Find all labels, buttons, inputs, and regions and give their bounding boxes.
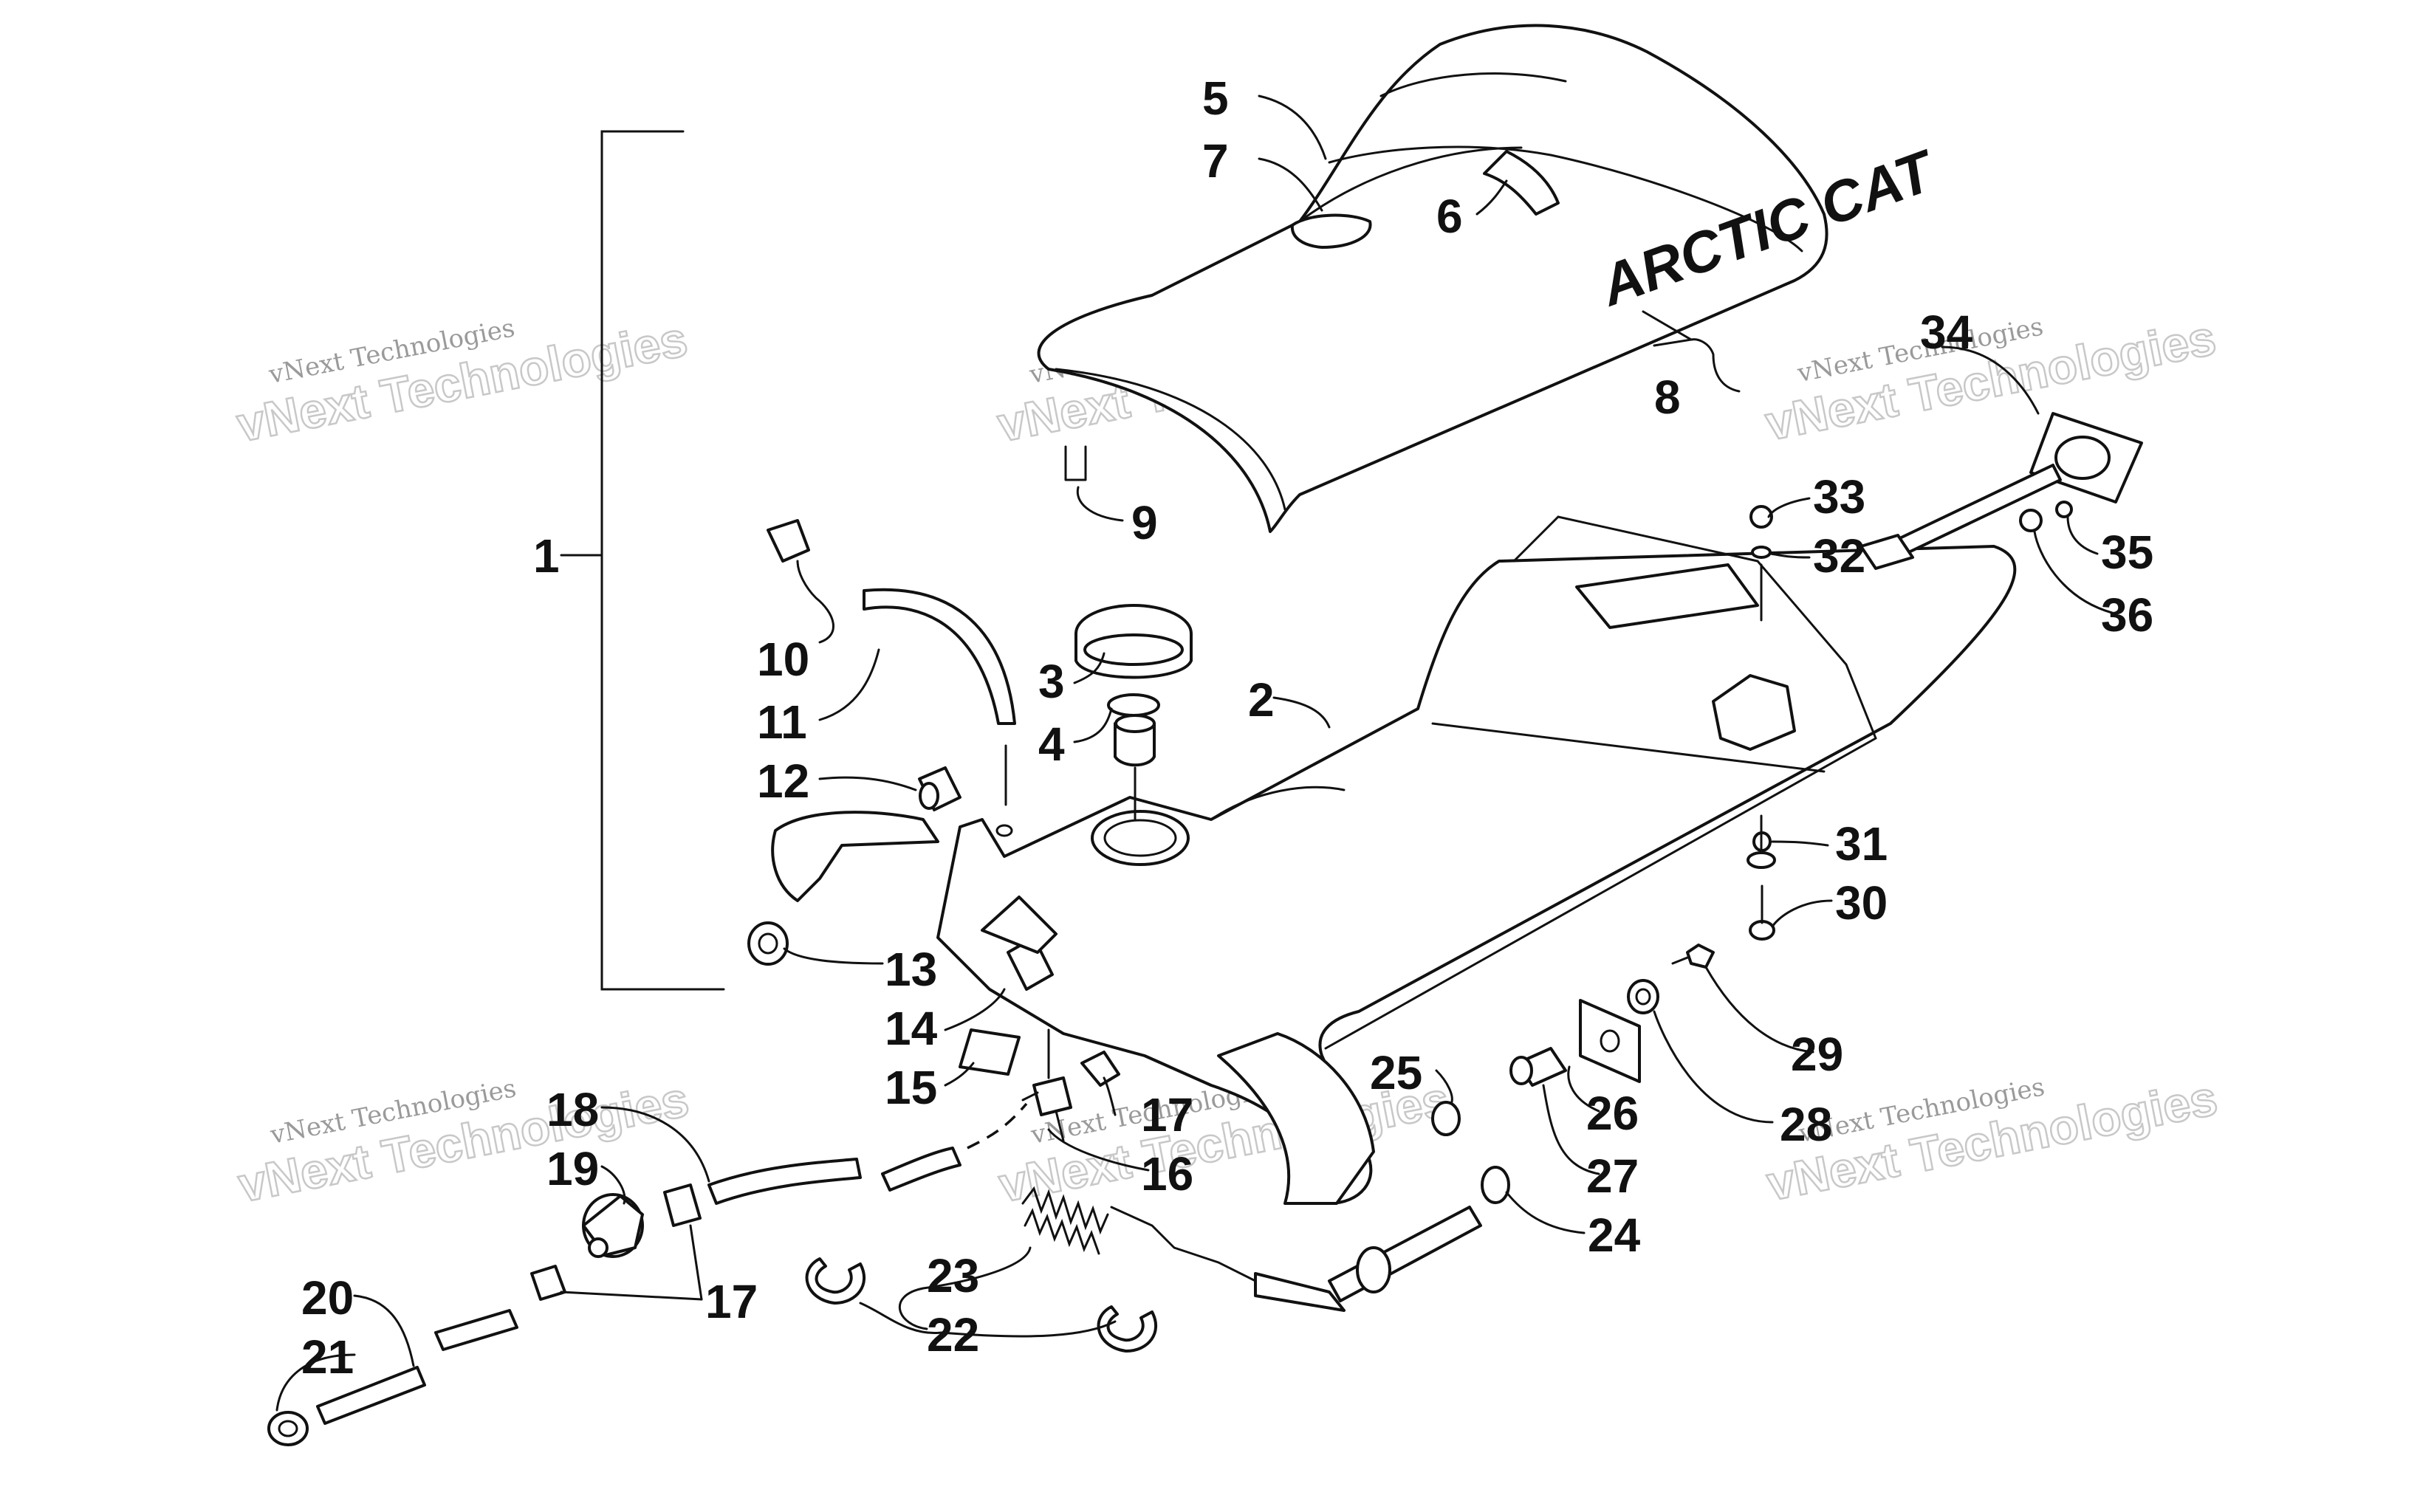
callout-21: 21 — [301, 1330, 354, 1384]
callout-12: 12 — [757, 755, 809, 808]
vent-fitting-part — [767, 519, 810, 563]
callout-10: 10 — [757, 633, 809, 686]
callout-32: 32 — [1813, 529, 1865, 583]
seat-part: ARCTIC CAT — [1037, 24, 1945, 533]
gasket-part — [1107, 693, 1160, 821]
fuel-tank-part — [771, 515, 2017, 1205]
fuel-hose-lower-part — [316, 1309, 518, 1425]
callout-15: 15 — [885, 1061, 937, 1114]
callout-17a: 17 — [1141, 1088, 1193, 1141]
callout-34: 34 — [1920, 306, 1973, 359]
switch-part — [1509, 1047, 1567, 1087]
petcock-part — [1021, 1028, 1072, 1142]
mount-plate-part — [1579, 999, 1641, 1083]
callout-2: 2 — [1248, 673, 1275, 726]
callout-27: 27 — [1586, 1150, 1639, 1203]
small-clamp-part — [1080, 1051, 1120, 1087]
callout-22: 22 — [927, 1308, 979, 1361]
callout-18: 18 — [546, 1083, 599, 1136]
hose-clamp-left-part — [663, 1183, 702, 1227]
callout-1: 1 — [533, 529, 560, 583]
callout-23: 23 — [927, 1249, 979, 1302]
watermark-right-top: vNext Technologies vNext Technologies — [1761, 309, 2221, 451]
hose-clamp-lower-part — [530, 1265, 566, 1301]
callout-35: 35 — [2101, 526, 2153, 579]
callout-labels: 1 2 3 4 5 6 7 8 9 10 11 12 13 14 15 16 1… — [301, 72, 2153, 1384]
assembly-bracket — [560, 130, 725, 991]
watermark-left-bottom: vNext Technologies vNext Technologies — [233, 1071, 694, 1213]
key-part — [1671, 944, 1715, 969]
sender-washer-part — [2055, 501, 2073, 518]
vent-hose-part — [863, 588, 1016, 725]
callout-28: 28 — [1780, 1098, 1832, 1151]
leader-lines — [275, 94, 2114, 1412]
watermark-left-top: vNext Technologies vNext Technologies — [232, 310, 693, 453]
cap-nut-part — [1749, 505, 1773, 529]
callout-20: 20 — [301, 1271, 354, 1324]
spring-part — [1021, 1186, 1109, 1255]
end-clamp-part — [267, 1411, 309, 1446]
fuel-cap-part — [1074, 604, 1193, 679]
callout-7: 7 — [1202, 134, 1229, 188]
callout-4: 4 — [1038, 718, 1065, 771]
callout-9: 9 — [1131, 496, 1158, 549]
jam-nut-part — [1627, 979, 1659, 1014]
fuel-line-part — [707, 1102, 1028, 1205]
cable-part — [1110, 1166, 1510, 1312]
grommet-part — [918, 766, 962, 811]
seat-clip-part — [1064, 445, 1087, 481]
callout-31: 31 — [1835, 817, 1888, 870]
callout-33: 33 — [1813, 470, 1865, 523]
callout-3: 3 — [1038, 655, 1065, 708]
callout-29: 29 — [1791, 1028, 1843, 1081]
callout-24: 24 — [1588, 1209, 1641, 1262]
callout-26: 26 — [1586, 1087, 1639, 1140]
callout-16: 16 — [1141, 1147, 1193, 1200]
screw-part — [1749, 884, 1775, 941]
callout-6: 6 — [1436, 190, 1463, 243]
callout-25: 25 — [1370, 1046, 1422, 1099]
callout-8: 8 — [1654, 371, 1681, 424]
callout-14: 14 — [885, 1002, 938, 1055]
callout-30: 30 — [1835, 876, 1888, 929]
callout-17b: 17 — [705, 1275, 758, 1328]
seat-patch-part — [1290, 213, 1372, 249]
callout-19: 19 — [546, 1142, 599, 1195]
fuel-filter-part — [582, 1193, 644, 1258]
small-grommet-part — [1431, 1101, 1461, 1136]
sender-nut-part — [2019, 509, 2043, 532]
callout-5: 5 — [1202, 72, 1229, 125]
callout-13: 13 — [885, 943, 937, 996]
hose-clamp-part — [959, 1028, 1021, 1076]
spring-clamp-right-part — [1097, 1305, 1157, 1353]
top-washer-part — [1751, 546, 1772, 559]
gauge-sender-part — [1859, 412, 2143, 570]
tooth-washer-part — [747, 921, 789, 966]
spring-clamp-left-part — [805, 1257, 865, 1305]
callout-11: 11 — [757, 695, 807, 749]
callout-36: 36 — [2101, 588, 2153, 642]
